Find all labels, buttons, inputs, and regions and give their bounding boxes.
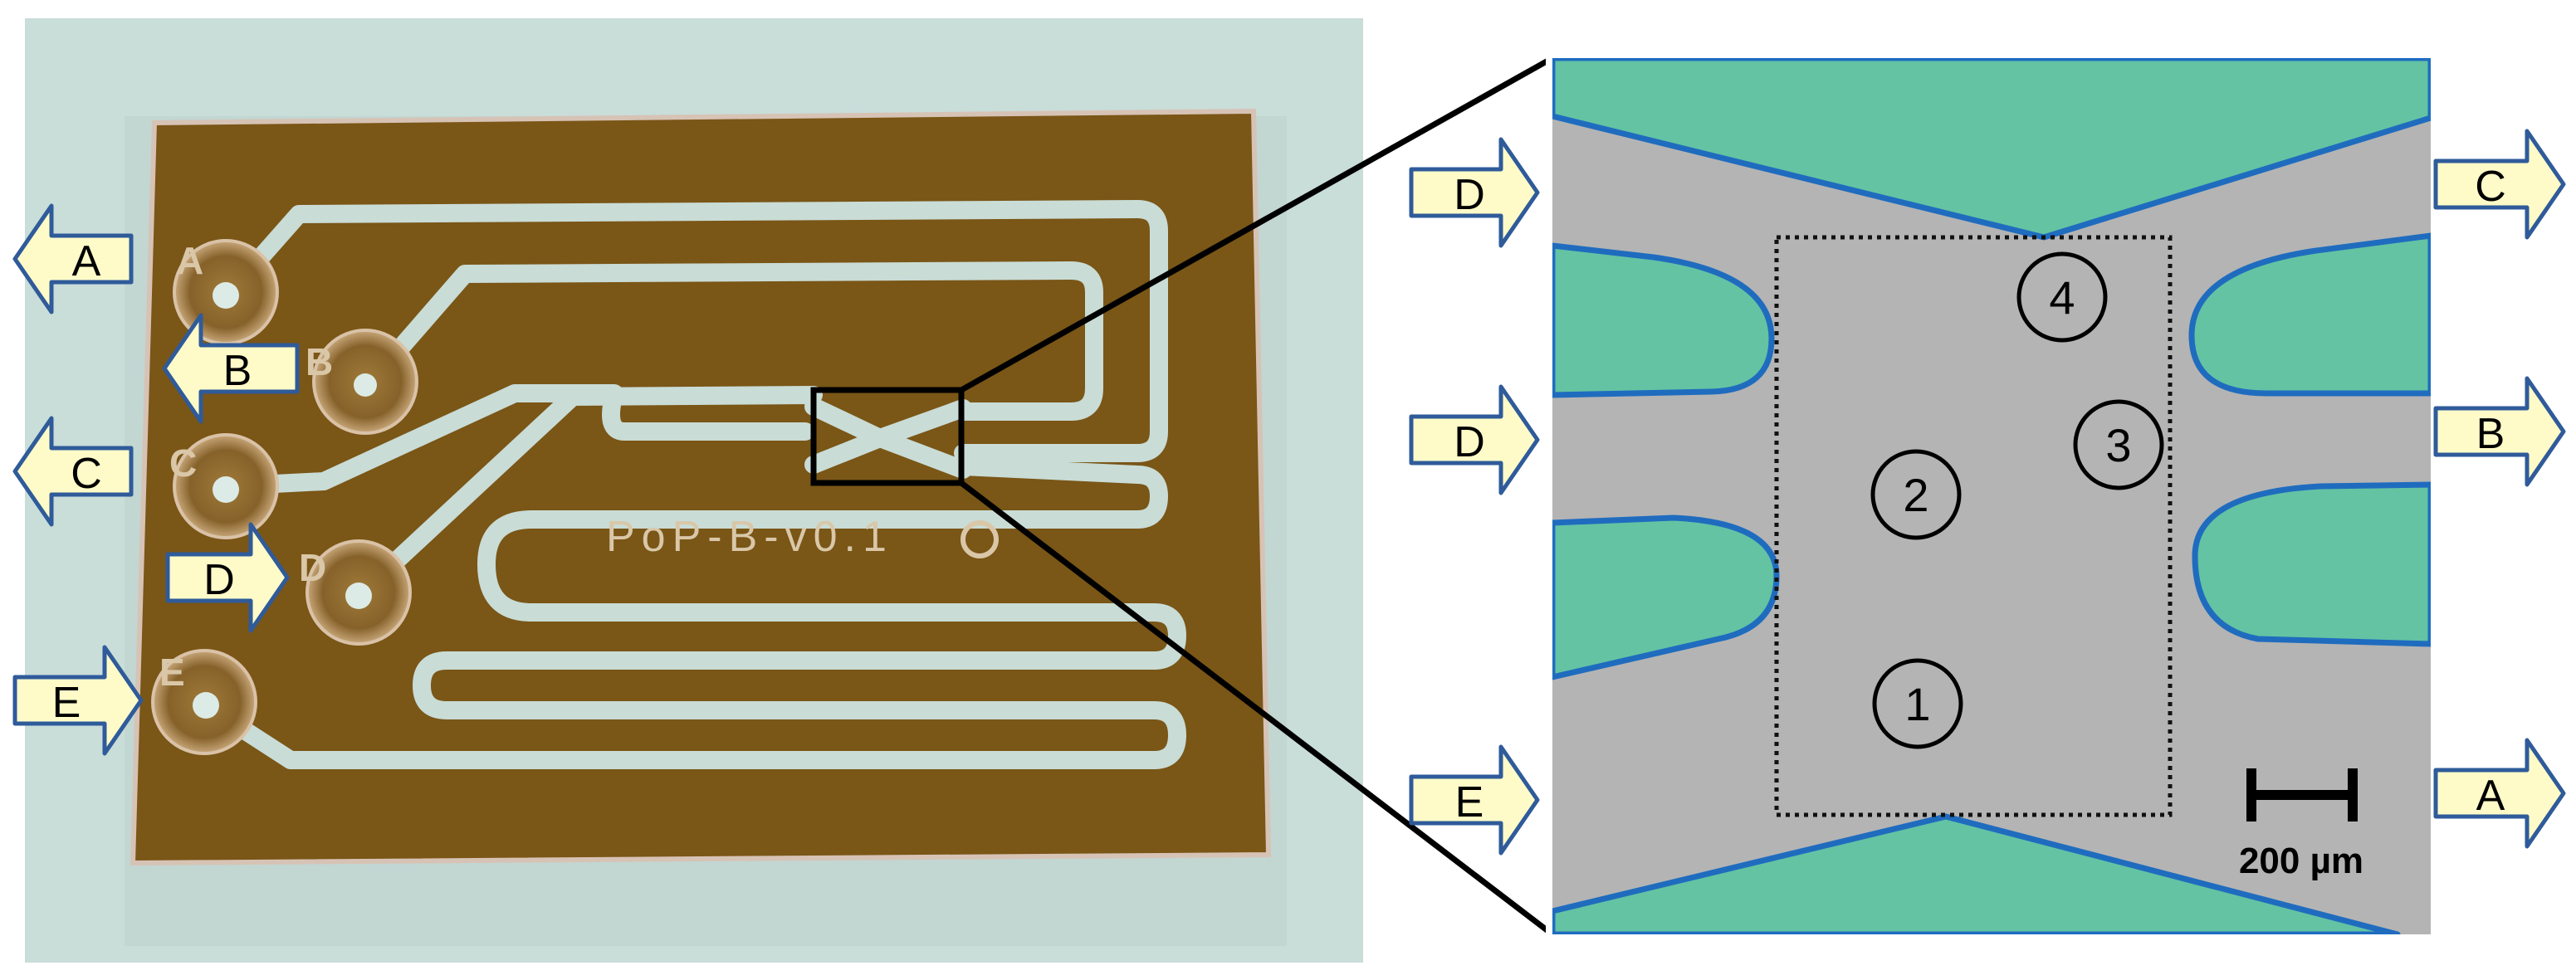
arrow-out-c <box>12 416 134 527</box>
zoom-walls <box>1549 55 2434 938</box>
zoom-arrow-a <box>2433 738 2566 849</box>
arrow-out-a <box>12 203 134 314</box>
port-label-c: C <box>169 441 197 485</box>
marker-2 <box>1870 449 1962 540</box>
plug-c <box>213 476 239 503</box>
zoom-right-arrows <box>2433 129 2566 849</box>
marker-label-2: 2 <box>1903 469 1928 521</box>
zoom-arrow-label-b: B <box>2476 410 2505 458</box>
zoom-panel: 4 3 2 1 200 µm <box>1546 51 2437 941</box>
channel-cross <box>804 397 972 479</box>
copyright-mark <box>961 520 999 558</box>
zoom-arrow-d-upper <box>1409 137 1540 248</box>
wall-right-upper <box>2188 232 2434 397</box>
marker-1 <box>1872 658 1963 749</box>
port-label-d: D <box>299 546 326 589</box>
zoom-arrow-label-e: E <box>1455 778 1484 826</box>
arrow-label-c: C <box>71 450 102 498</box>
scale-bar <box>2246 768 2358 822</box>
arrow-out-b <box>162 313 300 424</box>
channel-mid-loop <box>197 457 1186 769</box>
port-label-a: A <box>176 239 203 282</box>
plug-e <box>193 692 219 719</box>
port-label-b: B <box>306 340 333 383</box>
plug-a <box>213 282 239 309</box>
port-label-e: E <box>159 651 185 694</box>
wall-left-lower <box>1549 514 1780 680</box>
zoom-arrow-label-a: A <box>2476 772 2505 820</box>
marker-label-3: 3 <box>2105 419 2131 471</box>
marker-label-1: 1 <box>1904 678 1930 730</box>
chip-photo: A B C D E PoP-B-v0.1 <box>25 18 1363 963</box>
photo-arrows <box>12 203 300 756</box>
zoom-connectors <box>959 55 1555 937</box>
arrow-label-e: E <box>52 679 81 727</box>
arrow-label-b: B <box>223 347 252 395</box>
chip-channels <box>197 200 1186 769</box>
zoom-region-box <box>810 387 965 486</box>
zoom-arrow-c <box>2433 129 2566 240</box>
arrow-in-d <box>165 522 290 633</box>
zoom-arrow-e <box>1409 744 1540 856</box>
channel-d <box>349 386 823 605</box>
marker-label-4: 4 <box>2049 271 2075 324</box>
arrow-in-e <box>12 645 144 756</box>
plug-d <box>345 583 372 609</box>
marker-3 <box>2073 399 2164 490</box>
channel-b <box>356 261 1103 421</box>
zoom-left-arrows <box>1409 137 1540 856</box>
markers <box>1870 251 2164 749</box>
scale-bar-label: 200 µm <box>2239 841 2363 881</box>
connector-top <box>960 55 1554 393</box>
arrow-label-d: D <box>203 556 235 604</box>
zoom-arrow-d-lower <box>1409 384 1540 495</box>
port-plugs <box>193 282 377 719</box>
observation-area <box>1774 235 2173 817</box>
channel-c <box>217 384 814 495</box>
zoom-arrow-b <box>2433 376 2566 487</box>
wall-left-upper <box>1549 242 1775 398</box>
channel-a <box>215 200 1168 462</box>
wall-right-lower <box>2192 481 2434 647</box>
zoom-arrow-label-d-lower: D <box>1454 418 1485 466</box>
zoom-arrow-label-d-upper: D <box>1454 171 1485 219</box>
plug-b <box>354 373 377 397</box>
arrow-label-a: A <box>72 237 101 285</box>
zoom-frame-mask <box>1546 51 2437 941</box>
zoom-arrow-label-c: C <box>2475 163 2506 211</box>
marker-4 <box>2016 251 2108 343</box>
chip-label: PoP-B-v0.1 <box>606 513 893 561</box>
connector-bottom <box>959 480 1555 937</box>
